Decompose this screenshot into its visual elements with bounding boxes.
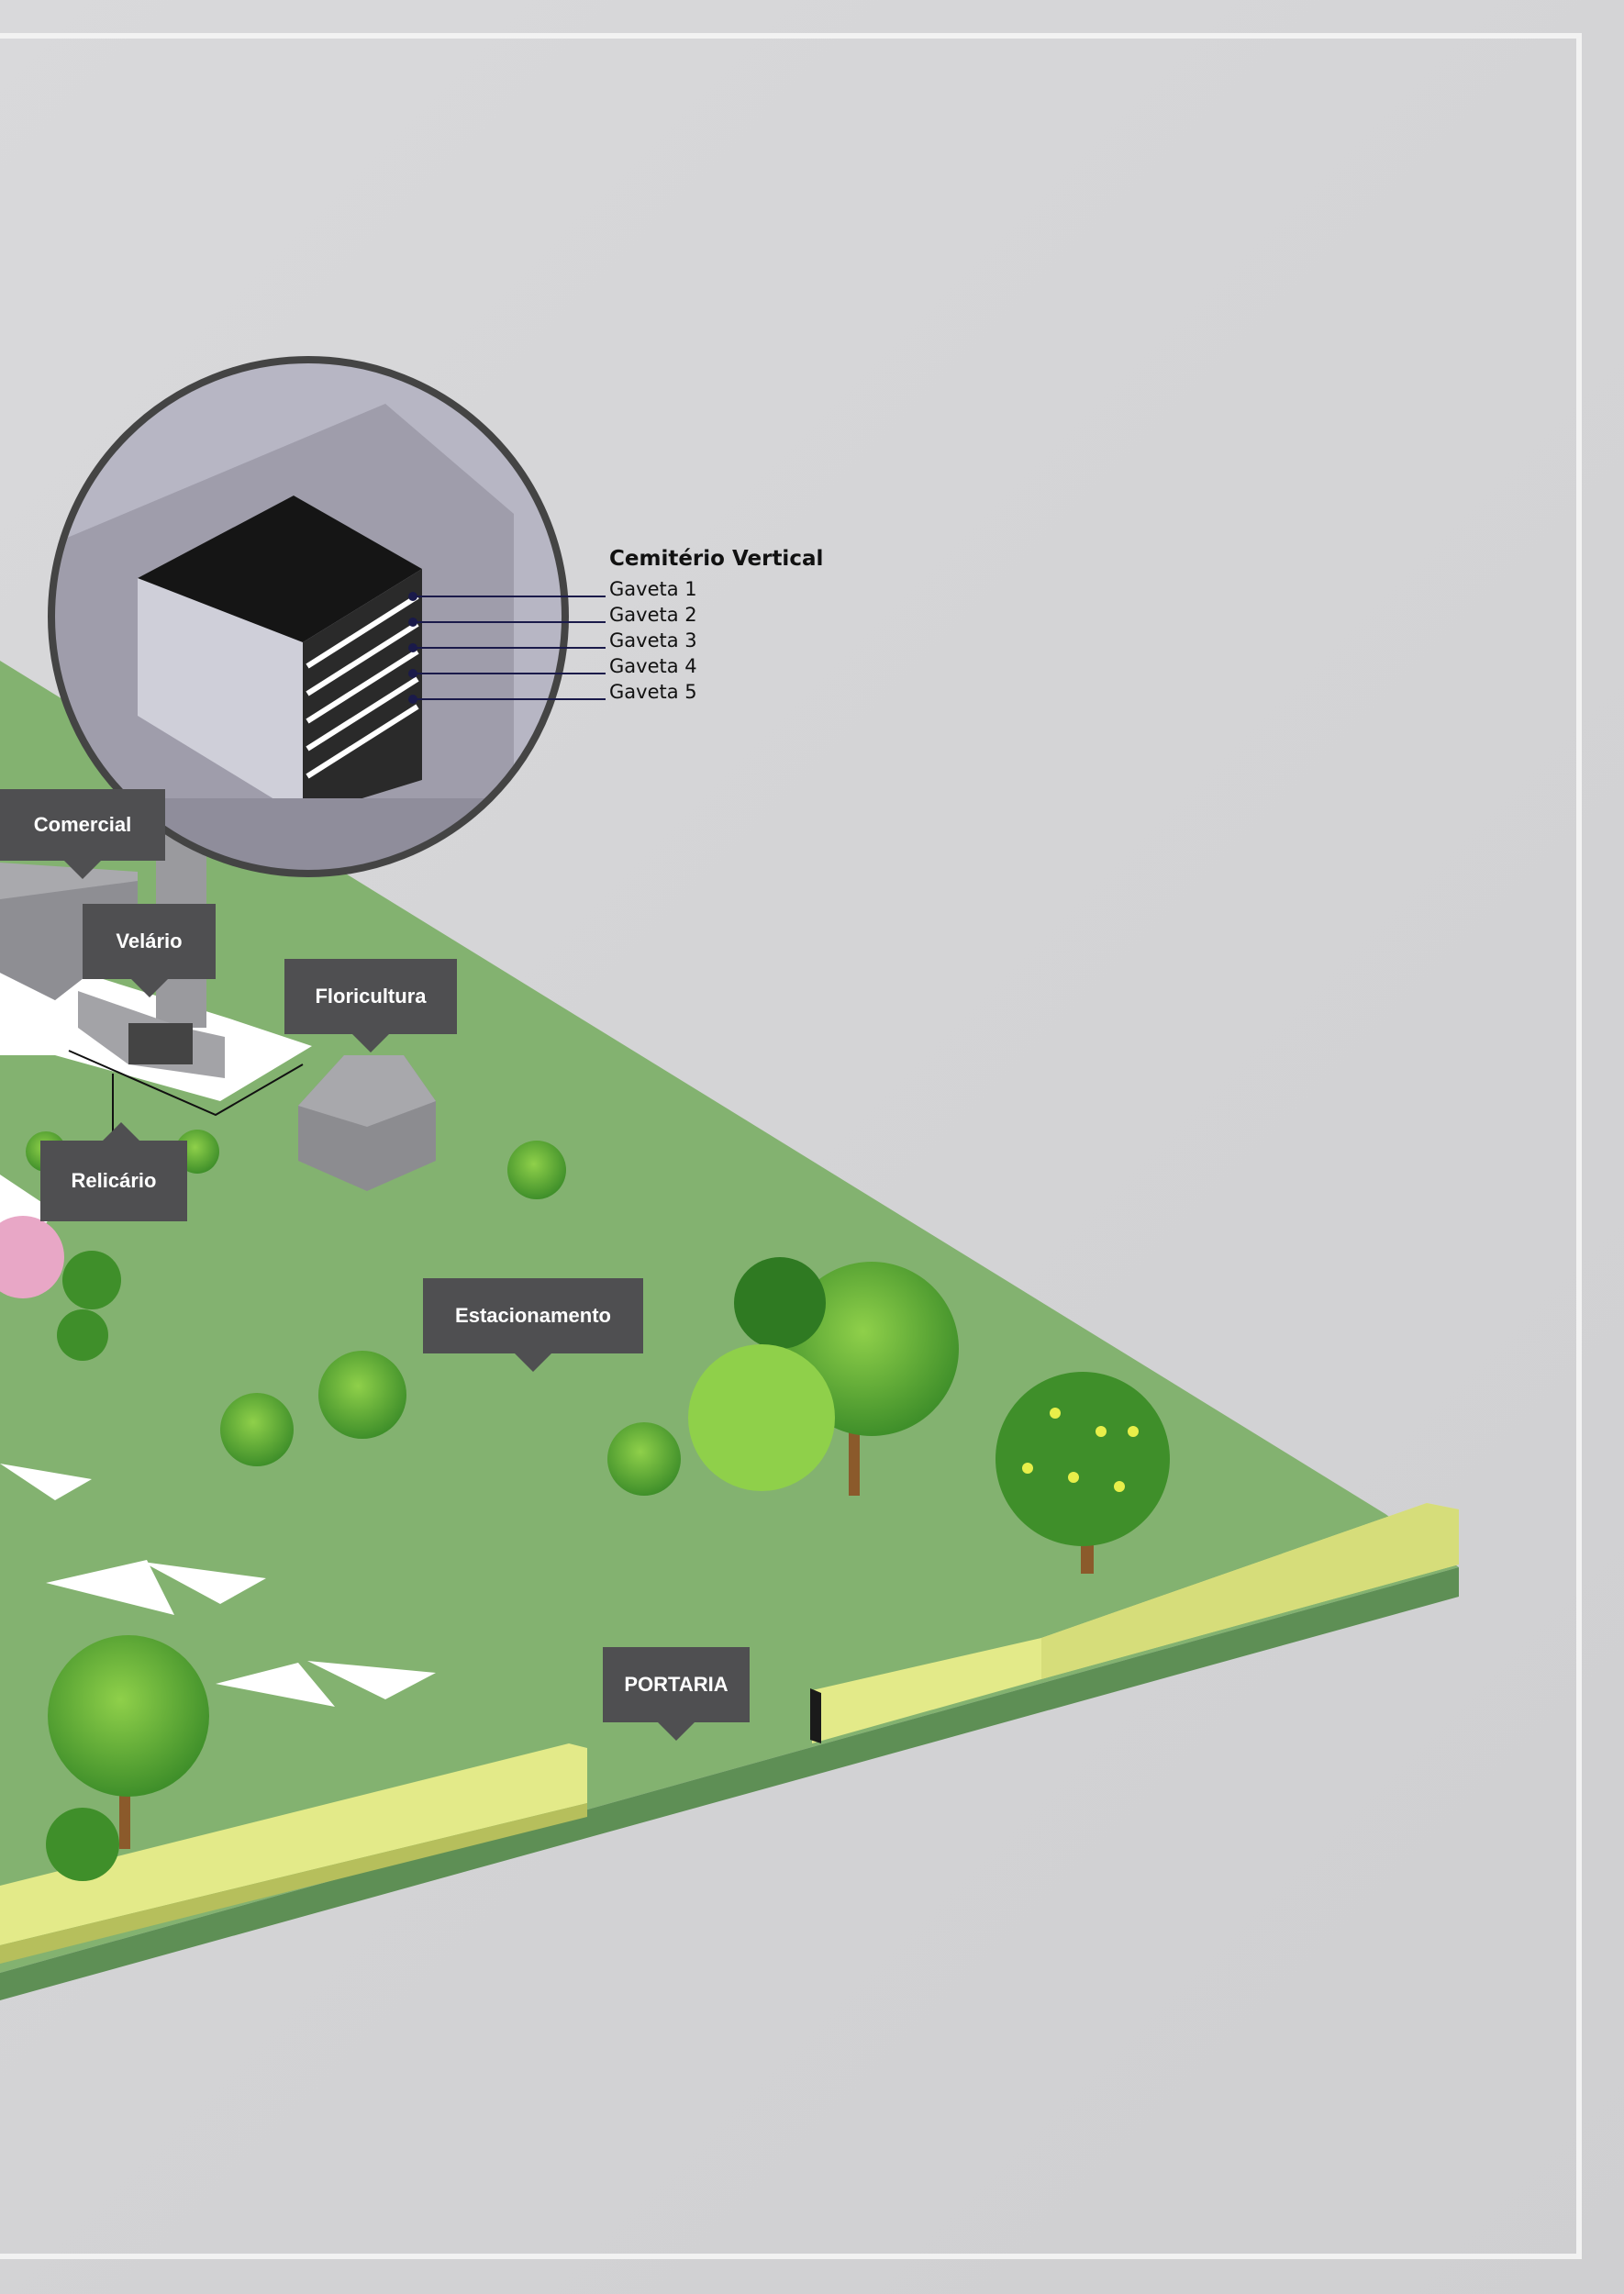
legend-drawer-3: Gaveta 3 bbox=[609, 629, 697, 651]
parking-markings bbox=[0, 1464, 436, 1707]
lawn-edge bbox=[0, 1567, 1459, 2000]
legend-drawer-5: Gaveta 5 bbox=[609, 681, 697, 703]
callout-comercial: Comercial bbox=[0, 789, 165, 861]
callout-relicario: Relicário bbox=[40, 1141, 187, 1221]
callout-estacionamento: Estacionamento bbox=[423, 1278, 643, 1353]
callout-portaria: PORTARIA bbox=[603, 1647, 750, 1722]
trees bbox=[0, 1130, 1170, 1881]
legend-drawer-2: Gaveta 2 bbox=[609, 604, 697, 626]
boundary-wall-right bbox=[810, 1503, 1459, 1743]
vertical-cemetery-legend: Cemitério Vertical Gaveta 1 Gaveta 2 Gav… bbox=[609, 547, 823, 705]
legend-drawer-4: Gaveta 4 bbox=[609, 655, 697, 677]
callout-floricultura: Floricultura bbox=[284, 959, 457, 1034]
building-floricultura bbox=[298, 1055, 436, 1191]
callout-velario: Velário bbox=[83, 904, 216, 979]
legend-drawer-1: Gaveta 1 bbox=[609, 578, 697, 600]
vertical-cemetery-lens bbox=[48, 356, 569, 877]
boundary-wall-left bbox=[0, 1743, 587, 1964]
legend-title: Cemitério Vertical bbox=[609, 547, 824, 571]
page-frame bbox=[0, 33, 1582, 2259]
building-relicario bbox=[78, 991, 225, 1078]
drawer-leader-lines bbox=[408, 592, 606, 704]
